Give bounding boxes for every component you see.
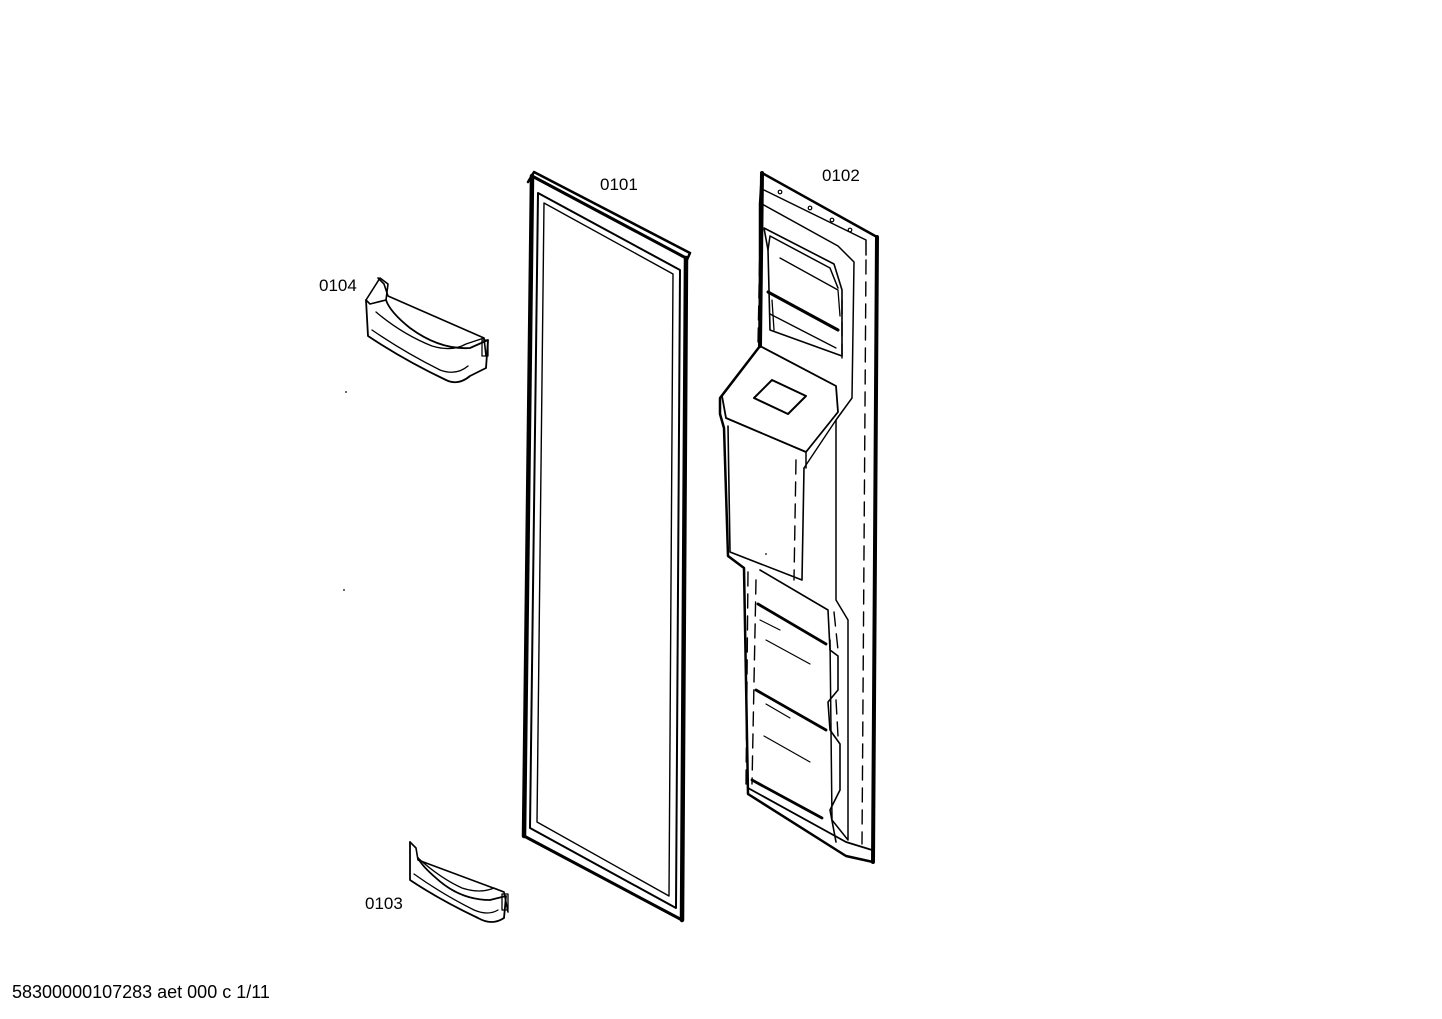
document-code: 58300000107283 aet 000 c 1/11: [12, 982, 270, 1002]
upper-pocket-frame: [763, 227, 843, 357]
lower-shelf-body: [409, 841, 507, 923]
gasket-right-band: [679, 255, 689, 923]
part-number-0104: 0104: [319, 276, 357, 295]
lower-shelf-rim: [417, 857, 505, 893]
upper-pocket-divider: [767, 235, 839, 289]
gasket-inner-edge: [529, 192, 681, 909]
rim-hole: [807, 205, 813, 211]
lower-door-shelf-0103[interactable]: [409, 841, 509, 923]
upper-shelf-front: [365, 277, 389, 305]
lower-pocket-line: [765, 639, 811, 665]
lower-pocket-shelf-2: [754, 688, 828, 732]
upper-pocket-lip-2: [779, 257, 841, 317]
dispenser-ridge: [725, 417, 807, 469]
lower-pocket-shelf-3: [750, 778, 824, 820]
door-liner-0102[interactable]: [718, 171, 879, 864]
upper-shelf-rim: [375, 311, 485, 350]
upper-shelf-inner-curve: [371, 329, 469, 373]
dispenser-front-face: [727, 425, 805, 581]
gasket-inner-opening: [536, 202, 674, 897]
part-number-0101: 0101: [600, 175, 638, 194]
stray-dot: [343, 589, 345, 591]
rim-hole: [829, 217, 835, 223]
liner-hidden-lines: [745, 239, 867, 845]
liner-top-rim: [763, 189, 867, 256]
lower-pocket-line: [763, 735, 811, 763]
door-gasket-0101[interactable]: [521, 170, 692, 923]
lower-pocket-line: [765, 703, 791, 719]
lower-pocket-outline: [759, 569, 841, 843]
stray-dot: [345, 391, 347, 393]
stray-dot: [765, 553, 767, 555]
dispenser-side: [803, 419, 837, 469]
liner-left-edge: [758, 171, 764, 348]
dispenser-opening: [753, 379, 807, 415]
upper-shelf-body: [365, 299, 489, 384]
liner-inner-flange: [761, 203, 855, 841]
rim-hole: [847, 227, 853, 233]
lower-pocket-shelf-1: [756, 602, 828, 646]
dispenser-top-face: [721, 345, 839, 453]
upper-pocket-shelf: [766, 290, 840, 332]
part-number-0102: 0102: [822, 166, 860, 185]
lower-shelf-tab: [501, 893, 509, 911]
gasket-left-band: [521, 173, 535, 839]
lower-pocket-line: [759, 619, 781, 631]
liner-right-edge: [871, 235, 879, 864]
part-number-0103: 0103: [365, 894, 403, 913]
rim-hole: [777, 189, 783, 195]
lower-shelf-inner-curve: [413, 873, 499, 914]
upper-shelf-tab: [481, 339, 489, 357]
gasket-outer-edge: [522, 174, 688, 922]
liner-bottom-lip: [747, 787, 873, 851]
upper-shelf-back: [377, 277, 487, 357]
upper-pocket-lower: [769, 313, 837, 349]
upper-door-shelf-0104[interactable]: [365, 277, 489, 384]
